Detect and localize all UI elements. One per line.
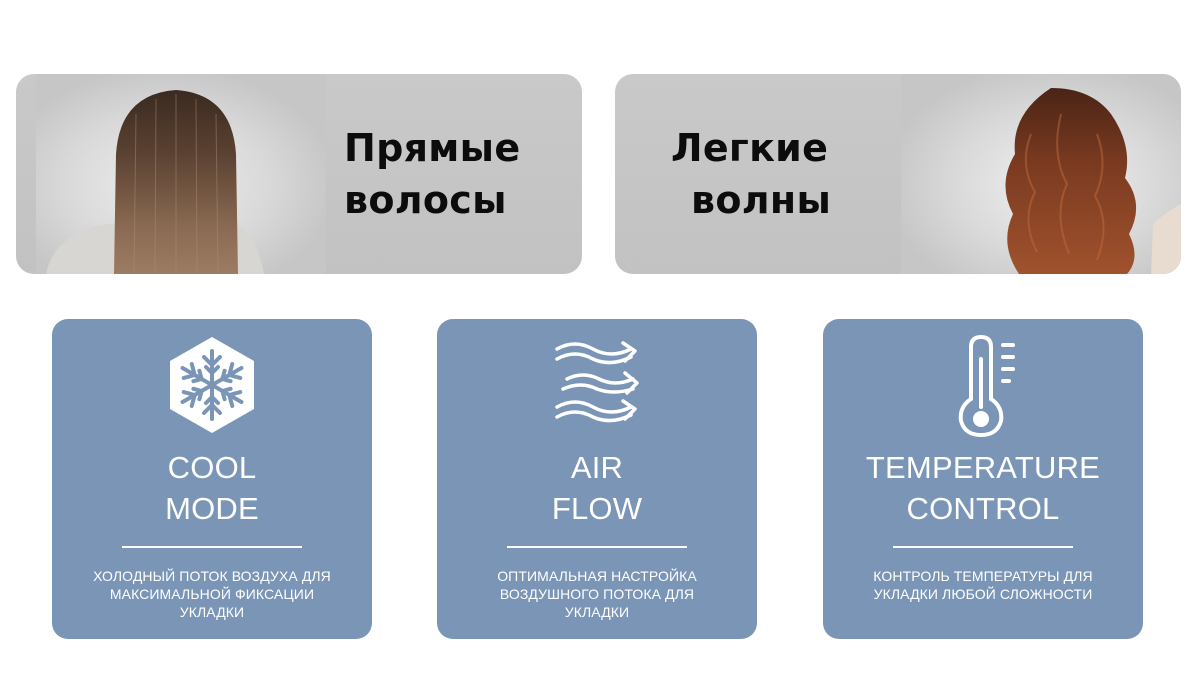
card-description: оптимальная настройка воздушного потока … [461, 567, 733, 621]
card-description-line: воздушного потока для [499, 586, 695, 602]
banner-title-straight: Прямые волосы [344, 122, 574, 226]
wavy-hair-photo [901, 74, 1181, 274]
air-flow-icon [545, 333, 649, 437]
banner-light-waves: Легкие волны [615, 74, 1181, 274]
card-description-line: укладки [179, 604, 245, 620]
card-divider [122, 546, 302, 548]
card-description-line: укладки любой сложности [873, 586, 1093, 602]
card-title: COOL MODE [52, 447, 372, 529]
banner-title-line: Прямые [344, 126, 521, 170]
card-description-line: максимальной фиксации [109, 586, 315, 602]
feature-card-air-flow: AIR FLOW оптимальная настройка воздушног… [437, 319, 757, 639]
card-description-line: укладки [564, 604, 630, 620]
card-divider [893, 546, 1073, 548]
feature-card-temperature-control: TEMPERATURE CONTROL контроль температуры… [823, 319, 1143, 639]
card-title-line: TEMPERATURE [865, 450, 1101, 485]
card-description-line: контроль температуры для [873, 568, 1093, 584]
card-title-line: COOL [167, 450, 257, 485]
banner-title-line: волны [691, 178, 832, 222]
straight-hair-photo [36, 74, 326, 274]
card-title: AIR FLOW [437, 447, 757, 529]
thermometer-icon [931, 333, 1035, 437]
card-description-line: холодный поток воздуха для [93, 568, 331, 584]
banner-straight-hair: Прямые волосы [16, 74, 582, 274]
card-divider [507, 546, 687, 548]
card-title-line: MODE [165, 491, 259, 526]
card-title: TEMPERATURE CONTROL [823, 447, 1143, 529]
card-description: холодный поток воздуха для максимальной … [76, 567, 348, 621]
card-description-line: оптимальная настройка [497, 568, 697, 584]
feature-card-cool-mode: COOL MODE холодный поток воздуха для мак… [52, 319, 372, 639]
snowflake-icon [160, 333, 264, 437]
card-title-line: FLOW [551, 491, 643, 526]
card-title-line: CONTROL [906, 491, 1060, 526]
card-description: контроль температуры для укладки любой с… [847, 567, 1119, 603]
card-title-line: AIR [570, 450, 624, 485]
banner-title-line: волосы [344, 178, 507, 222]
banner-title-waves: Легкие волны [671, 122, 911, 226]
banner-title-line: Легкие [671, 126, 829, 170]
